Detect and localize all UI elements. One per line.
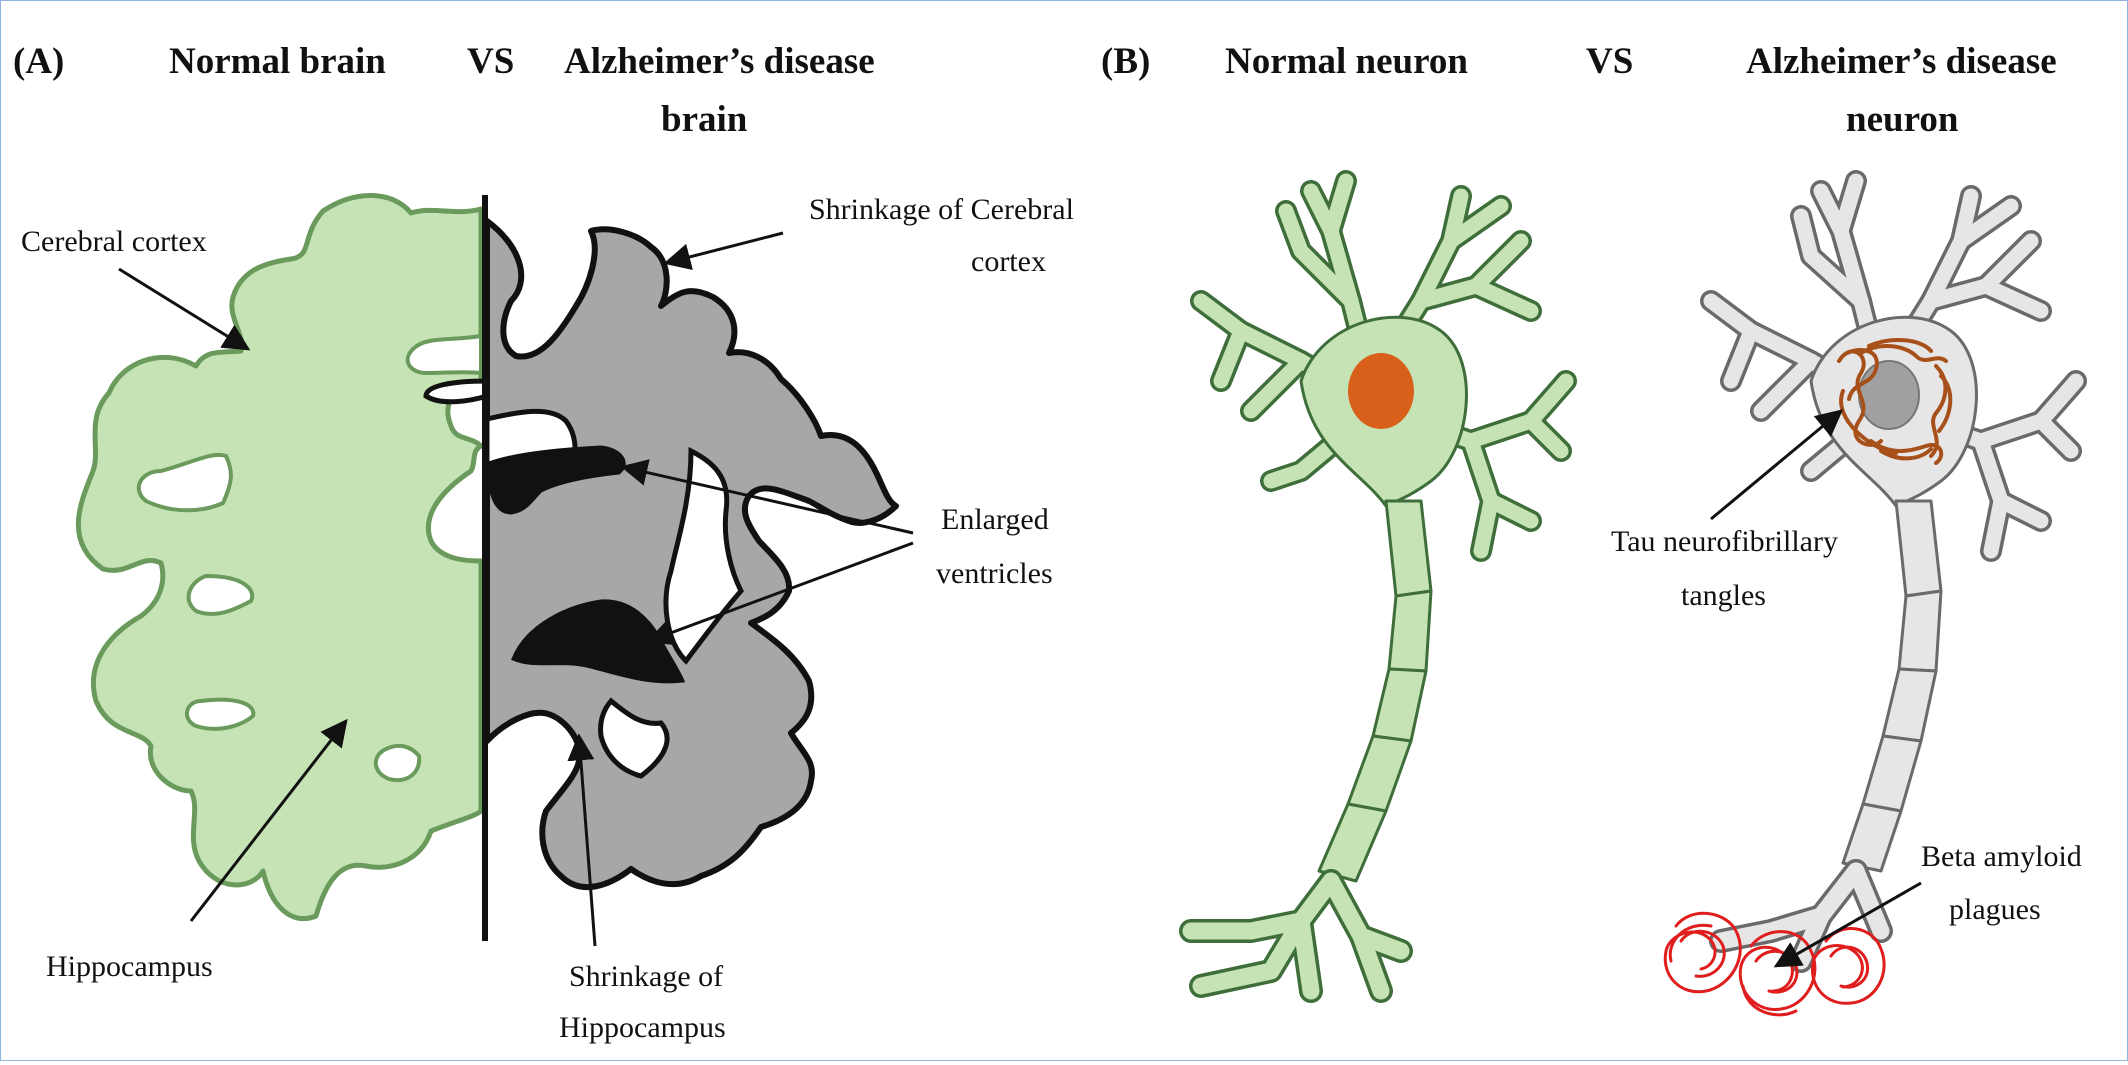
label-shrinkage-hippocampus-line2: Hippocampus bbox=[559, 1011, 726, 1044]
normal-neuron-nucleus bbox=[1348, 353, 1414, 429]
panel-b-title-ad-line2: neuron bbox=[1846, 99, 1959, 140]
label-tau-line2: tangles bbox=[1681, 579, 1766, 612]
label-shrinkage-hippocampus-line1: Shrinkage of bbox=[569, 960, 723, 993]
label-enlarged-ventricles-line2: ventricles bbox=[936, 557, 1053, 590]
label-enlarged-ventricles-line1: Enlarged bbox=[941, 503, 1049, 536]
arrow-cerebral-cortex bbox=[119, 269, 248, 349]
label-hippocampus: Hippocampus bbox=[46, 950, 213, 983]
normal-neuron bbox=[1191, 181, 1566, 991]
panel-a-title-ad-line2: brain bbox=[661, 99, 748, 140]
panel-a-title-normal: Normal brain bbox=[169, 41, 386, 82]
label-beta-line2: plagues bbox=[1949, 893, 2041, 926]
panel-a-title-ad-line1: Alzheimer’s disease bbox=[564, 41, 875, 82]
panel-b-vs: VS bbox=[1586, 41, 1633, 82]
label-shrinkage-cortex-line1: Shrinkage of Cerebral bbox=[809, 193, 1074, 226]
panel-a-vs: VS bbox=[467, 41, 514, 82]
normal-brain-fold bbox=[187, 700, 253, 729]
panel-b-letter: (B) bbox=[1101, 41, 1150, 82]
normal-brain-hemisphere bbox=[78, 195, 481, 918]
panel-b-title-normal: Normal neuron bbox=[1225, 41, 1468, 82]
panel-a-letter: (A) bbox=[13, 41, 64, 82]
normal-neuron-terminals-fill bbox=[1191, 881, 1401, 991]
label-beta-line1: Beta amyloid bbox=[1921, 840, 2082, 873]
normal-neuron-axon bbox=[1319, 501, 1431, 881]
label-shrinkage-cortex-line2: cortex bbox=[971, 245, 1046, 278]
ad-neuron-nucleus bbox=[1859, 361, 1919, 429]
panel-b-title-ad-line1: Alzheimer’s disease bbox=[1746, 41, 2057, 82]
normal-brain-fold bbox=[376, 746, 419, 780]
ad-neuron-axon bbox=[1843, 501, 1941, 871]
label-tau-line1: Tau neurofibrillary bbox=[1611, 525, 1838, 558]
label-cerebral-cortex: Cerebral cortex bbox=[21, 225, 207, 258]
arrow-shrinkage-cortex bbox=[666, 233, 783, 263]
